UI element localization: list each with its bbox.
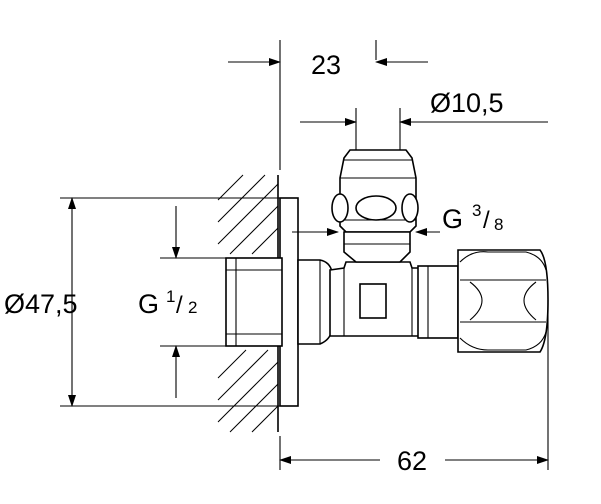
valve-body (329, 261, 421, 337)
dimension-62-label: 62 (397, 446, 427, 476)
outlet-thread-prefix: G (442, 204, 463, 234)
inlet-thread-denominator: 2 (188, 298, 197, 317)
outlet-coupling (417, 249, 549, 353)
dimension-dia-47-5-label: Ø47,5 (4, 289, 78, 319)
outlet-thread-label: G 3 / 8 (442, 201, 503, 234)
outlet-thread-numerator: 3 (472, 201, 481, 220)
dimension-23-label: 23 (311, 50, 341, 80)
inlet-thread-prefix: G (138, 289, 159, 319)
dimension-arrows (68, 58, 549, 464)
valve-head (331, 149, 419, 263)
inlet-thread (225, 257, 283, 347)
dimension-dia-10-5-label: Ø10,5 (430, 88, 504, 118)
inlet-nut (297, 259, 333, 345)
inlet-thread-slash: / (176, 292, 183, 319)
outlet-thread-denominator: 8 (494, 215, 503, 234)
inlet-thread-numerator: 1 (166, 287, 175, 306)
extension-lines (60, 40, 549, 470)
inlet-thread-label: G 1 / 2 (138, 287, 197, 319)
outlet-thread-slash: / (483, 207, 490, 234)
